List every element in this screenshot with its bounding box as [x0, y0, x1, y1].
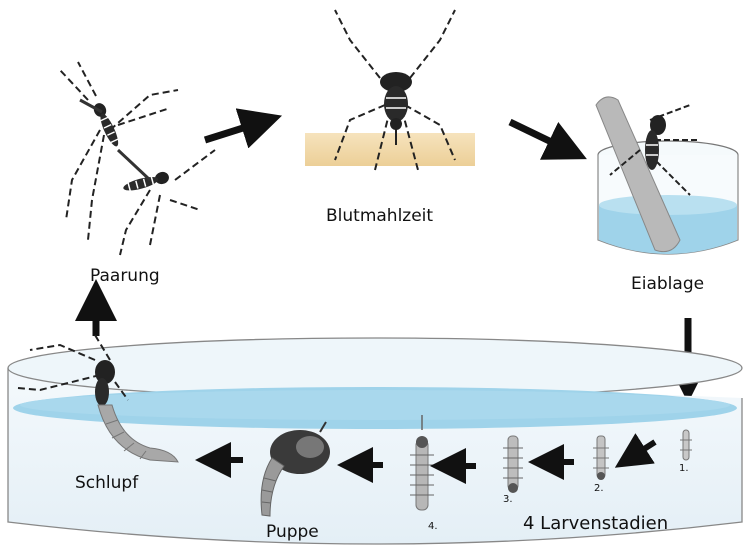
label-larvenstadien: 4 Larvenstadien	[523, 513, 668, 534]
arrow-icon-2	[510, 122, 568, 150]
stage-number-1: 1.	[679, 463, 689, 474]
stage-number-3: 3.	[503, 494, 513, 505]
label-blutmahlzeit: Blutmahlzeit	[326, 206, 433, 226]
label-eiablage: Eiablage	[631, 274, 704, 294]
stage-number-4: 4.	[428, 521, 438, 532]
label-paarung: Paarung	[90, 266, 160, 286]
stage-number-2: 2.	[594, 483, 604, 494]
arrow-icon-1	[205, 122, 262, 140]
mosquito-icon-paarung	[60, 62, 215, 255]
egg-cup	[596, 97, 738, 254]
label-puppe: Puppe	[266, 522, 319, 542]
label-schlupf: Schlupf	[75, 473, 138, 493]
